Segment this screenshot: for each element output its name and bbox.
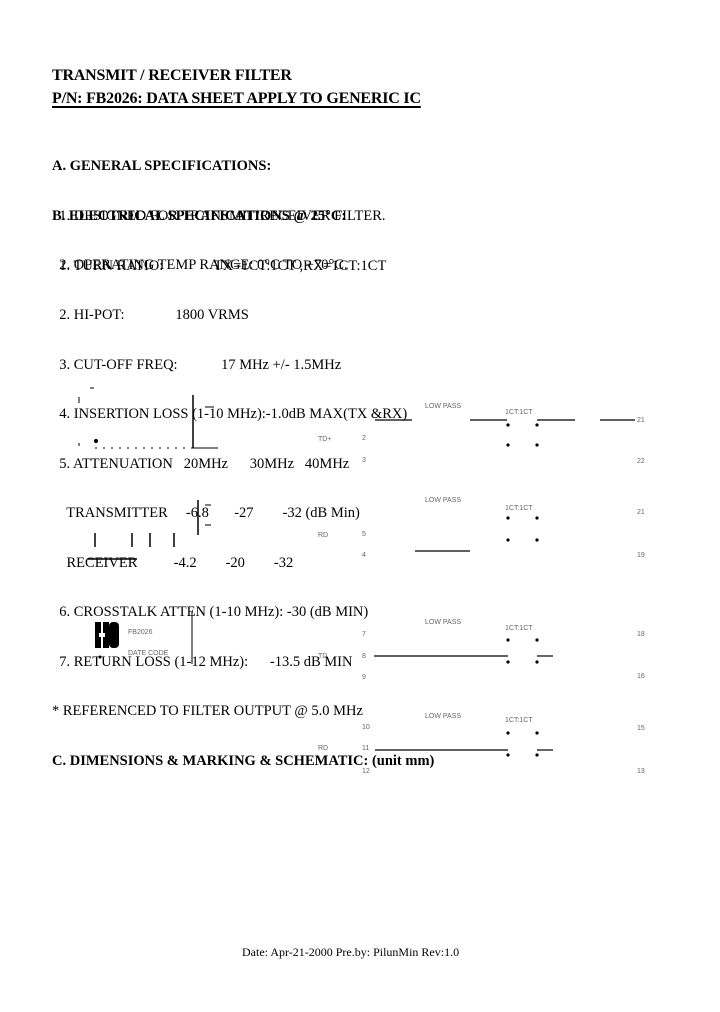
top-view-drawing	[78, 387, 218, 449]
svg-text:DATE CODE: DATE CODE	[128, 650, 169, 657]
document-footer: Date: Apr-21-2000 Pre.by: PilunMin Rev:1…	[242, 945, 460, 959]
marking-drawing	[95, 612, 193, 664]
spec-line: 5. ATTENUATION 20MHz 30MHz 40MHz	[52, 455, 350, 472]
svg-text:LOW PASS: LOW PASS	[425, 497, 461, 504]
svg-text:LOW PASS: LOW PASS	[425, 713, 461, 720]
svg-text:2: 2	[362, 435, 366, 442]
schematic-labels: LOW PASS 1CT:1CT LOW PASS 1CT:1CT LOW PA…	[128, 403, 645, 775]
svg-text:LOW PASS: LOW PASS	[425, 403, 461, 410]
spec-line: 2. HI-POT: 1800 VRMS	[52, 307, 249, 323]
svg-text:RD: RD	[318, 745, 328, 752]
svg-text:22: 22	[637, 458, 645, 465]
side-view-drawing	[88, 500, 211, 560]
svg-text:9: 9	[362, 674, 366, 681]
document-subtitle: P/N: FB2026: DATA SHEET APPLY TO GENERIC…	[52, 90, 421, 107]
svg-text:1CT:1CT: 1CT:1CT	[505, 717, 533, 724]
svg-text:16: 16	[637, 673, 645, 680]
spec-line: 3. CUT-OFF FREQ: 17 MHz +/- 1.5MHz	[52, 356, 342, 373]
transformer-dots	[506, 423, 539, 757]
svg-text:13: 13	[637, 768, 645, 775]
electrical-specifications: B. ELECTRICAL SPECIFICATIONS @ 25°C: 1. …	[52, 175, 434, 786]
section-heading-electrical: B. ELECTRICAL SPECIFICATIONS @ 25°C:	[52, 208, 347, 224]
svg-text:19: 19	[637, 552, 645, 559]
svg-text:FB2026: FB2026	[128, 629, 153, 636]
svg-text:3: 3	[362, 457, 366, 464]
spec-line: 2. OPERATING TEMP RANGE: 0°C TO +70°C.	[52, 257, 348, 273]
svg-text:7: 7	[362, 631, 366, 638]
spec-line: TRANSMITTER -6.8 -27 -32 (dB Min)	[52, 505, 360, 521]
general-specifications: A. GENERAL SPECIFICATIONS: 1. DESIGNED F…	[52, 125, 386, 290]
spec-line: 4. INSERTION LOSS (1-10 MHz):-1.0dB MAX(…	[52, 406, 408, 422]
svg-text:5: 5	[362, 531, 366, 538]
document-title: TRANSMIT / RECEIVER FILTER	[52, 67, 292, 84]
spec-line: 1. DESIGNED FOR TRANSMIT/RECEIVER FILTER…	[52, 207, 386, 224]
svg-text:18: 18	[637, 631, 645, 638]
svg-text:LOW PASS: LOW PASS	[425, 619, 461, 626]
svg-text:11: 11	[362, 745, 369, 752]
schematic-drawing	[374, 419, 635, 751]
svg-text:15: 15	[637, 725, 645, 732]
svg-text:RD: RD	[318, 532, 328, 539]
spec-line: 1. TURN RATIO: TX=1CT:1CT ,RX=1CT:1CT	[52, 257, 387, 274]
svg-text:1CT:1CT: 1CT:1CT	[505, 409, 533, 416]
svg-text:10: 10	[362, 724, 370, 731]
svg-text:1CT:1CT: 1CT:1CT	[505, 505, 533, 512]
reference-note: * REFERENCED TO FILTER OUTPUT @ 5.0 MHz	[52, 703, 363, 719]
spec-line: 6. CROSSTALK ATTEN (1-10 MHz): -30 (dB M…	[52, 604, 369, 620]
svg-text:21: 21	[637, 417, 645, 424]
section-heading-dimensions: C. DIMENSIONS & MARKING & SCHEMATIC: (un…	[52, 752, 435, 769]
svg-text:4: 4	[362, 552, 366, 559]
svg-text:TD+: TD+	[318, 436, 331, 443]
svg-text:1CT:1CT: 1CT:1CT	[505, 625, 533, 632]
spec-line: 7. RETURN LOSS (1-12 MHz): -13.5 dB MIN	[52, 653, 353, 670]
svg-text:TD: TD	[318, 653, 327, 660]
svg-text:21: 21	[637, 509, 645, 516]
svg-text:12: 12	[362, 768, 370, 775]
svg-text:8: 8	[362, 653, 366, 660]
section-heading-general: A. GENERAL SPECIFICATIONS:	[52, 158, 272, 174]
